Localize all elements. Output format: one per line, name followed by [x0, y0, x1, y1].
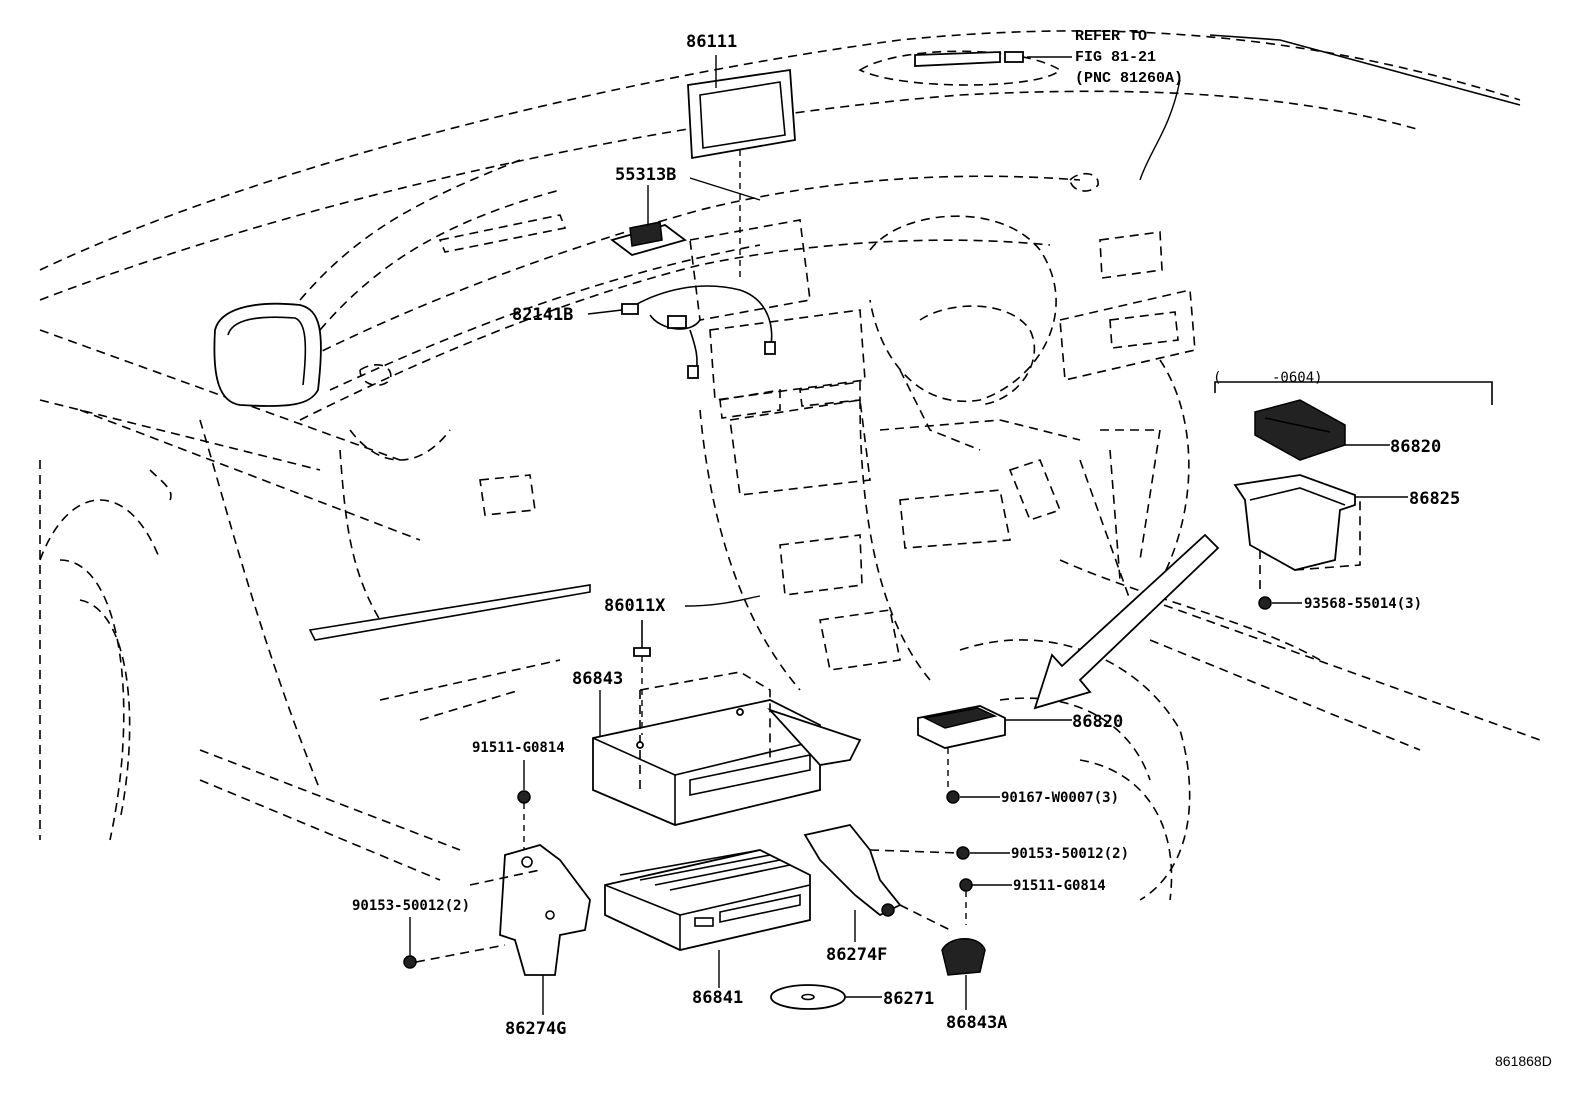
disc-86271	[770, 984, 846, 1010]
bezel-86825	[1233, 474, 1361, 590]
figure-code: 861868D	[1495, 1053, 1552, 1069]
inset-bracket	[1214, 381, 1493, 405]
wire-harness-82141B	[621, 285, 776, 379]
overhead-connector	[914, 51, 1024, 67]
label-86274G: 86274G	[505, 1019, 566, 1039]
screws	[403, 596, 1272, 969]
label-86820-center: 86820	[1072, 712, 1123, 732]
label-91511-G0814-right: 91511-G0814	[1013, 878, 1106, 894]
bolt-86011X	[633, 620, 651, 735]
callout-labels: 86111 55313B 82141B 86820 86825 93568-55…	[352, 28, 1552, 1069]
navigation-unit-86843	[592, 671, 862, 826]
vehicle-outline	[39, 30, 1541, 901]
label-86274F: 86274F	[826, 945, 887, 965]
date-range-label: ( -0604)	[1213, 370, 1323, 386]
bracket-86274G	[469, 844, 591, 976]
switch-86820-inset	[1254, 399, 1346, 461]
label-91511-G0814-left: 91511-G0814	[472, 740, 565, 756]
label-90153-50012-right: 90153-50012(2)	[1011, 846, 1129, 862]
label-90153-50012-left: 90153-50012(2)	[352, 898, 470, 914]
dvd-changer-86841	[604, 849, 811, 951]
label-82141B: 82141B	[512, 305, 573, 325]
label-90167-W0007: 90167-W0007(3)	[1001, 790, 1119, 806]
leader-lines	[409, 55, 1408, 1015]
label-86841: 86841	[692, 988, 743, 1008]
label-86271: 86271	[883, 989, 934, 1009]
label-86011X: 86011X	[604, 596, 666, 616]
bracket-86274F	[803, 823, 902, 917]
label-55313B: 55313B	[615, 165, 676, 185]
label-86843: 86843	[572, 669, 623, 689]
label-86843A: 86843A	[946, 1013, 1007, 1033]
label-86111: 86111	[686, 32, 737, 52]
label-86820-inset: 86820	[1390, 437, 1441, 457]
display-unit-86111	[687, 68, 796, 280]
refer-line-3: (PNC 81260A)	[1075, 70, 1183, 87]
refer-line-1: REFER TO	[1075, 28, 1147, 45]
label-93568-55014: 93568-55014(3)	[1304, 596, 1422, 612]
cover-86843A	[941, 938, 986, 976]
bracket-55313B	[610, 221, 687, 256]
switch-86820-center	[917, 705, 1006, 790]
refer-line-2: FIG 81-21	[1075, 49, 1156, 66]
direction-arrow	[1033, 533, 1220, 710]
label-86825: 86825	[1409, 489, 1460, 509]
